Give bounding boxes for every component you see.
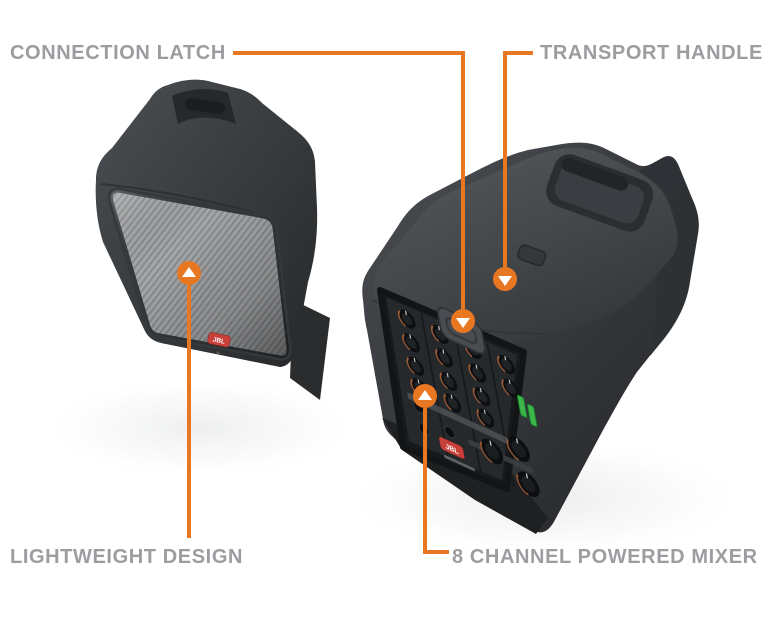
led-level-meter: [516, 394, 538, 428]
mixer-panel: JBL: [377, 287, 545, 505]
transport-handle-recess: [546, 154, 654, 232]
transport-handle-label: TRANSPORT HANDLE: [540, 42, 762, 64]
triangle-up-icon: [418, 389, 432, 400]
callout-line-lightweight-v: [187, 285, 191, 538]
jbl-logo-badge-mixer: JBL: [438, 436, 476, 472]
input-jacks: [413, 400, 456, 439]
speaker-handle-slot: [185, 98, 225, 114]
model-text-bar: [443, 455, 476, 472]
callout-line-transport-handle-v: [503, 51, 507, 267]
panel-strip-bar: [407, 392, 526, 452]
powered-mixer-label: 8 CHANNEL POWERED MIXER: [452, 546, 758, 568]
lightweight-design-label: LIGHTWEIGHT DESIGN: [10, 546, 244, 568]
callout-line-connection-latch-h: [233, 51, 463, 55]
triangle-down-icon: [498, 275, 512, 286]
callout-line-mixer-v: [423, 408, 427, 554]
connection-latch-marker: [451, 309, 475, 333]
callout-line-transport-handle-h: [504, 51, 533, 55]
callout-line-mixer-h: [423, 550, 449, 554]
transport-handle-marker: [493, 267, 517, 291]
jbl-logo-text: JBL: [212, 336, 225, 345]
grille-pin: [216, 351, 220, 355]
powered-mixer-marker: [413, 384, 437, 408]
left-speaker: JBL: [95, 79, 330, 400]
top-latch-button: [517, 244, 547, 267]
triangle-down-icon: [456, 317, 470, 328]
connection-latch-label: CONNECTION LATCH: [10, 42, 226, 64]
left-speaker-shadow: [38, 376, 362, 480]
jbl-logo-badge: JBL: [207, 332, 231, 348]
callout-line-connection-latch-v: [461, 51, 465, 309]
lightweight-design-marker: [177, 261, 201, 285]
triangle-up-icon: [182, 266, 196, 277]
